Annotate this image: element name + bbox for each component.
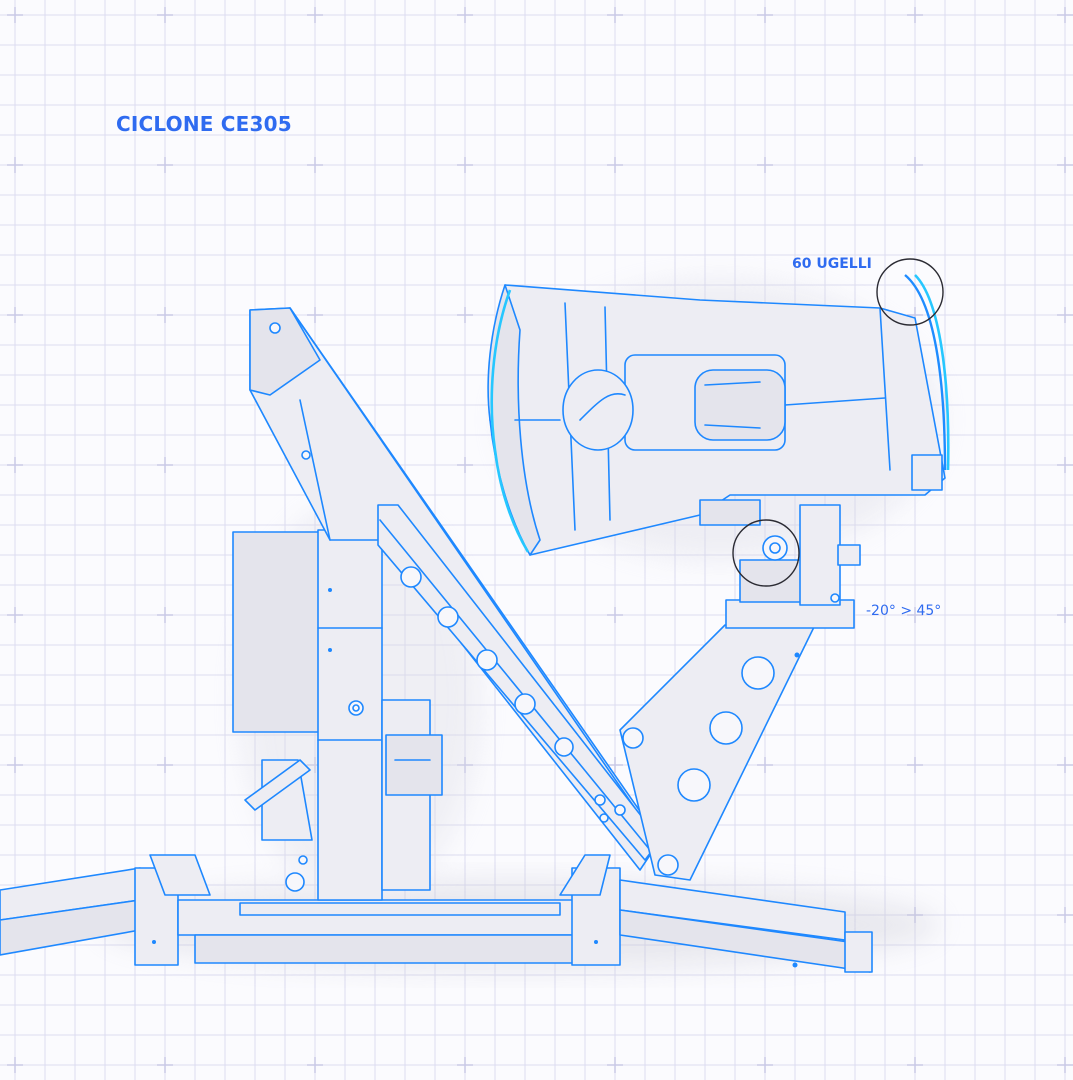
column-and-control-box xyxy=(232,529,443,901)
front-bracket xyxy=(619,624,816,881)
grid-cross-marker xyxy=(307,1057,323,1073)
grid-cross-marker xyxy=(757,757,773,773)
grid-cross-marker xyxy=(307,307,323,323)
grid-cross-marker xyxy=(157,1057,173,1073)
grid-cross-marker xyxy=(457,457,473,473)
grid-cross-marker xyxy=(157,307,173,323)
grid-cross-marker xyxy=(457,1057,473,1073)
swivel-mount xyxy=(725,504,861,629)
grid-cross-marker xyxy=(907,7,923,23)
grid-cross-marker xyxy=(607,157,623,173)
grid-cross-marker xyxy=(1057,1057,1073,1073)
grid-cross-marker xyxy=(607,757,623,773)
grid-cross-marker xyxy=(457,157,473,173)
grid-cross-marker xyxy=(7,607,23,623)
grid-cross-marker xyxy=(157,457,173,473)
grid-cross-marker xyxy=(907,157,923,173)
pivot-callout-circle xyxy=(732,519,800,587)
grid-cross-marker xyxy=(7,457,23,473)
grid-cross-marker xyxy=(7,7,23,23)
grid-cross-marker xyxy=(457,307,473,323)
grid-cross-marker xyxy=(907,607,923,623)
perforated-brace xyxy=(377,504,661,861)
grid-cross-marker xyxy=(607,7,623,23)
grid-cross-marker xyxy=(1057,157,1073,173)
grid-cross-marker xyxy=(157,7,173,23)
grid-cross-marker xyxy=(907,1057,923,1073)
machine-title: CICLONE CE305 xyxy=(116,112,292,136)
grid-cross-marker xyxy=(1057,907,1073,923)
grid-cross-marker xyxy=(1057,7,1073,23)
grid-cross-marker xyxy=(757,7,773,23)
grid-cross-marker xyxy=(7,757,23,773)
turbine-barrel xyxy=(487,274,950,556)
grid-cross-marker xyxy=(307,157,323,173)
grid-cross-marker xyxy=(907,757,923,773)
grid-cross-marker xyxy=(757,1057,773,1073)
grid-cross-marker xyxy=(7,1057,23,1073)
nozzles-annotation: 60 UGELLI xyxy=(792,256,872,272)
grid-cross-marker xyxy=(1057,457,1073,473)
grid-cross-marker xyxy=(157,757,173,773)
grid-cross-marker xyxy=(607,1057,623,1073)
grid-cross-marker xyxy=(307,7,323,23)
grid-cross-marker xyxy=(1057,757,1073,773)
grid-cross-marker xyxy=(1057,607,1073,623)
base-frame xyxy=(0,854,873,973)
grid-cross-marker xyxy=(7,307,23,323)
grid-cross-marker xyxy=(7,157,23,173)
grid-cross-marker xyxy=(157,157,173,173)
grid-cross-marker xyxy=(607,607,623,623)
grid-cross-marker xyxy=(157,607,173,623)
grid-cross-marker xyxy=(457,7,473,23)
grid-cross-marker xyxy=(1057,307,1073,323)
tilt-range-annotation: -20° > 45° xyxy=(866,603,942,619)
grid-cross-marker xyxy=(757,157,773,173)
nozzle-callout-circle xyxy=(876,258,944,326)
